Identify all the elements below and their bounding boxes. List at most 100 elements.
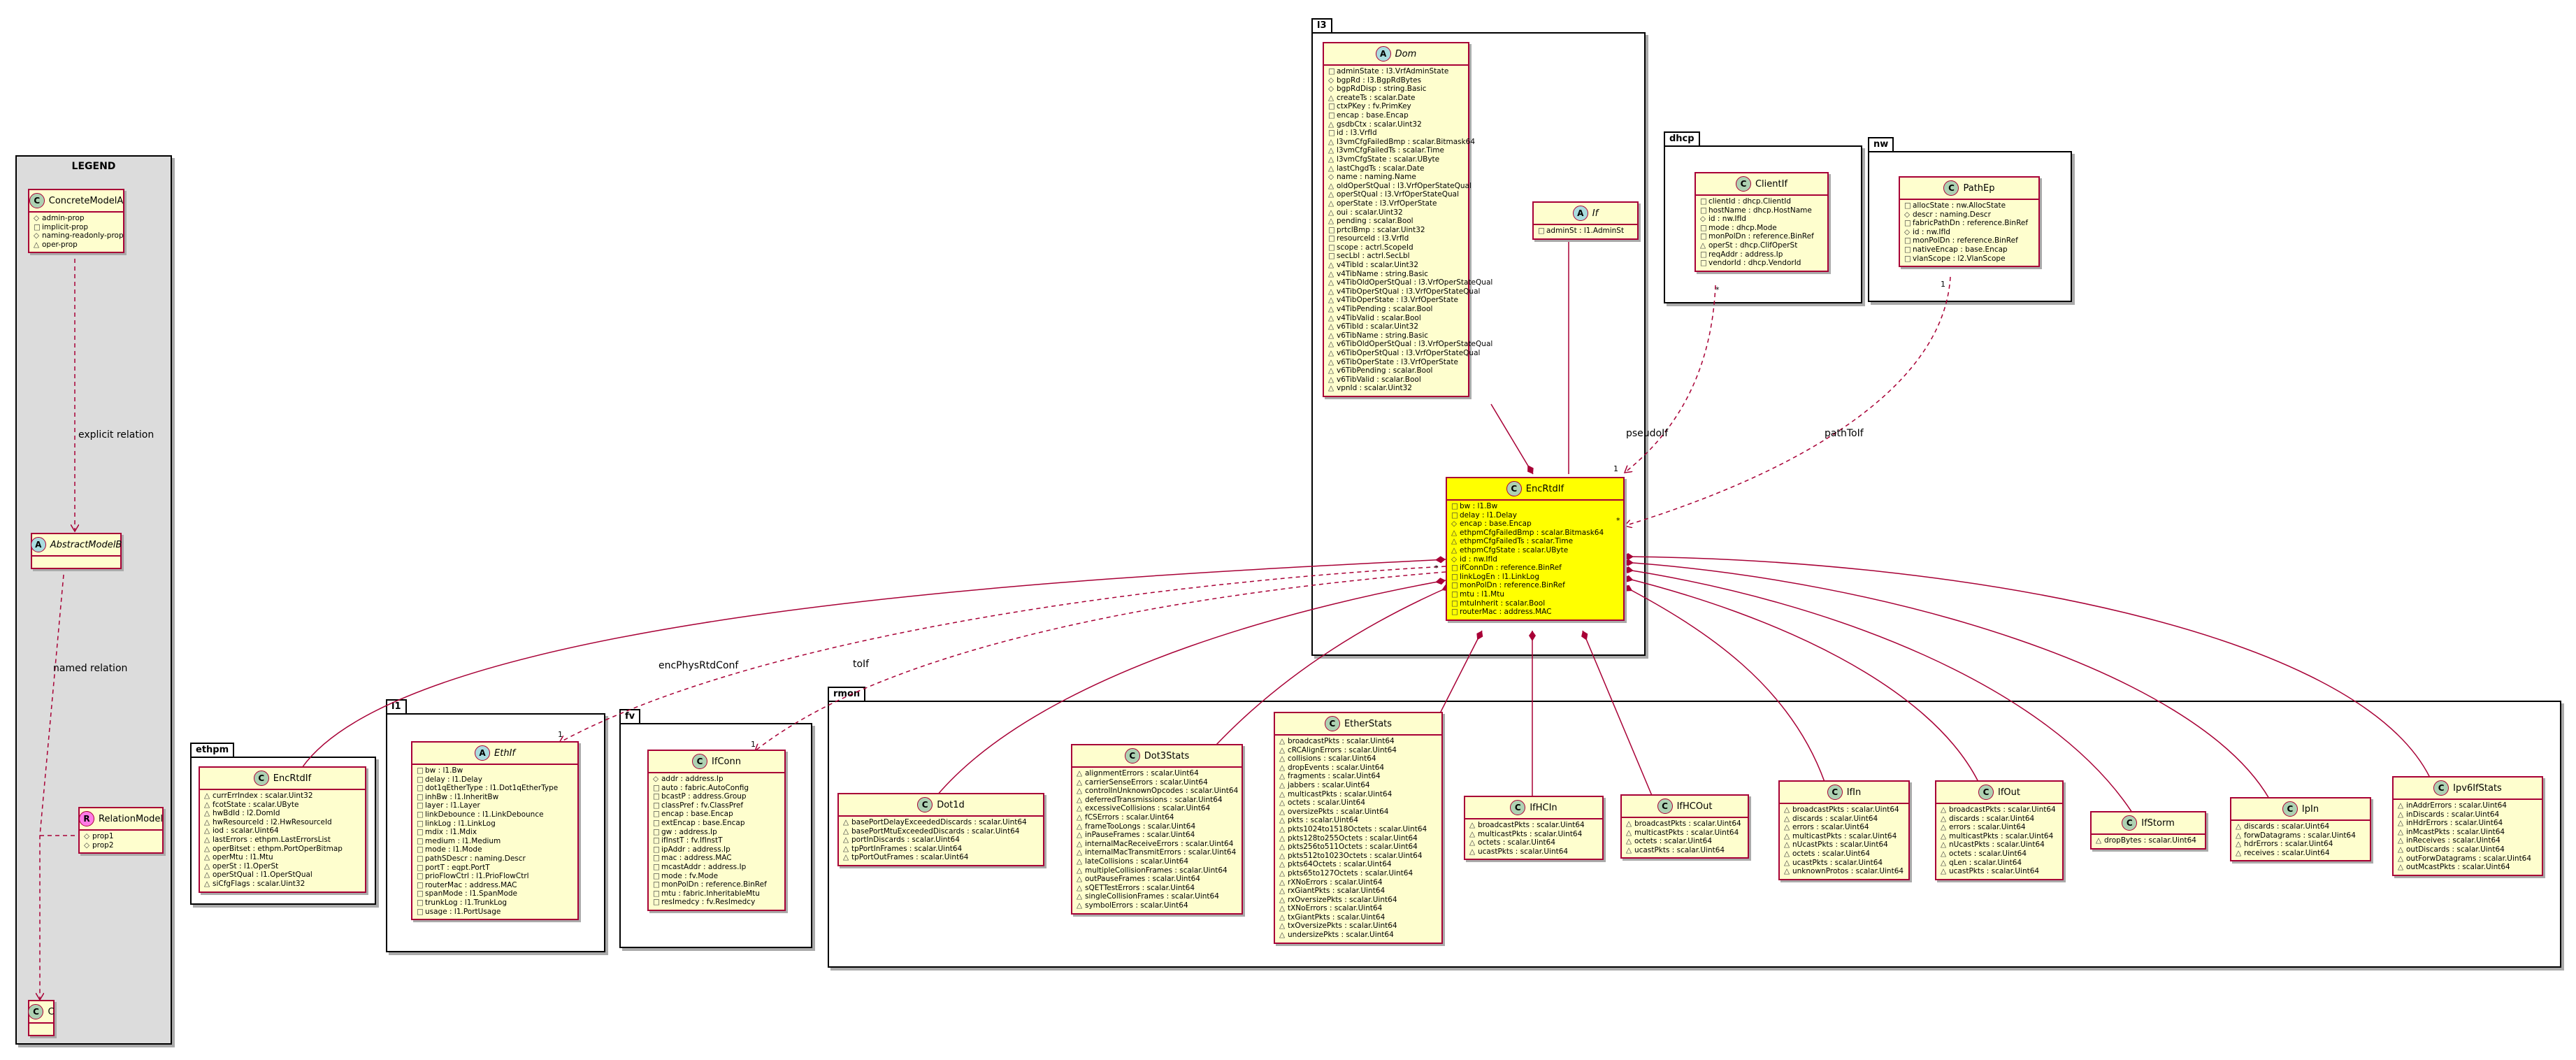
class-name: PathEp	[1963, 182, 1995, 194]
attribute-text: multicastPkts : scalar.Uint64	[1288, 789, 1393, 798]
attribute-row: △lastChgdTs : scalar.Date	[1328, 164, 1464, 173]
attribute-row: △unknownProtos : scalar.Uint64	[1784, 867, 1904, 876]
visibility-icon: □	[1328, 252, 1335, 261]
attribute-text: encap : base.Encap	[1460, 520, 1532, 529]
attribute-text: clientId : dhcp.ClientId	[1708, 197, 1792, 206]
visibility-icon: □	[1451, 502, 1458, 510]
attribute-row: ◇id : nw.IfId	[1451, 555, 1619, 564]
attribute-row: △multicastPkts : scalar.Uint64	[1784, 832, 1904, 841]
attribute-row: □encap : base.Encap	[1328, 111, 1464, 120]
visibility-icon: □	[653, 810, 660, 819]
visibility-icon: △	[204, 861, 210, 871]
attribute-row: □monPolDn : reference.BinRef	[1451, 581, 1619, 590]
attribute-text: v4TibOldOperStQual : l3.VrfOperStateQual	[1337, 278, 1493, 287]
class-name: AbstractModelB	[50, 539, 122, 550]
attribute-row: □portT : eqpt.PortT	[417, 864, 573, 873]
attribute-text: pathSDescr : naming.Descr	[425, 854, 526, 863]
visibility-icon: △	[2398, 854, 2404, 863]
visibility-icon: △	[1784, 831, 1790, 840]
attribute-row: □mode : dhcp.Mode	[1700, 224, 1823, 233]
attribute-row: △nUcastPkts : scalar.Uint64	[1941, 840, 2058, 850]
attribute-row: □dot1qEtherType : l1.Dot1qEtherType	[417, 784, 573, 793]
attribute-row: △lastErrors : ethpm.LastErrorsList	[204, 836, 361, 845]
visibility-icon: △	[1328, 208, 1334, 217]
visibility-icon: △	[1279, 754, 1286, 764]
attribute-row: △singleCollisionFrames : scalar.Uint64	[1077, 892, 1237, 901]
visibility-icon: □	[1700, 250, 1707, 259]
attribute-text: medium : l1.Medium	[425, 836, 501, 845]
visibility-icon: △	[204, 800, 210, 809]
attribute-row: △broadcastPkts : scalar.Uint64	[1469, 821, 1598, 830]
visibility-icon: △	[204, 871, 210, 880]
attribute-row: □mdix : l1.Mdix	[417, 828, 573, 837]
class-name: EncRtdIf	[273, 773, 312, 784]
attribute-text: pending : scalar.Bool	[1337, 217, 1413, 226]
attribute-row: △l3vmCfgFailedBmp : scalar.Bitmask64	[1328, 138, 1475, 147]
attribute-row: ◇id : nw.IfId	[1700, 215, 1823, 224]
attribute-row: ◇bgpRdDisp : string.Basic	[1328, 85, 1464, 94]
attribute-text: spanMode : l1.SpanMode	[425, 889, 518, 898]
attribute-row: △broadcastPkts : scalar.Uint64	[1784, 805, 1904, 815]
visibility-icon: △	[1784, 858, 1790, 867]
attribute-row: △portInDiscards : scalar.Uint64	[843, 836, 1039, 845]
attribute-row: △rxGiantPkts : scalar.Uint64	[1279, 887, 1437, 896]
attribute-text: bgpRdDisp : string.Basic	[1337, 85, 1427, 94]
attribute-list: ◇admin-prop□implicit-prop◇naming-readonl…	[29, 213, 124, 252]
attribute-row: □inhBw : l1.InheritBw	[417, 793, 573, 802]
attribute-row: □adminState : l3.VrfAdminState	[1328, 67, 1464, 76]
attribute-list: □clientId : dhcp.ClientId□hostName : dhc…	[1696, 196, 1827, 271]
attribute-row: △multicastPkts : scalar.Uint64	[1279, 790, 1437, 799]
attribute-list: △basePortDelayExceededDiscards : scalar.…	[839, 817, 1043, 865]
visibility-icon: △	[1941, 867, 1947, 876]
attribute-text: secLbl : actrl.SecLbl	[1337, 252, 1410, 261]
class-name: IpIn	[2301, 803, 2319, 815]
class-name: IfHCIn	[1530, 802, 1557, 813]
visibility-icon: △	[1328, 261, 1334, 270]
visibility-icon: △	[1784, 840, 1790, 850]
attribute-row: ◇descr : naming.Descr	[1904, 210, 2034, 220]
attribute-row: □ctxPKey : fv.PrimKey	[1328, 102, 1464, 111]
attribute-text: adminSt : l1.AdminSt	[1546, 227, 1625, 235]
attribute-text: siCfgFlags : scalar.Uint32	[213, 879, 305, 888]
visibility-icon: △	[1328, 146, 1334, 155]
attribute-row: □ipAddr : address.Ip	[653, 845, 780, 854]
class-name: If	[1592, 208, 1599, 219]
attribute-text: frameTooLongs : scalar.Uint64	[1085, 822, 1196, 831]
mult-toif-source: *	[1434, 564, 1439, 573]
package-tab-ethpm: ethpm	[190, 743, 235, 758]
attribute-list: ◇prop1◇prop2	[80, 831, 162, 852]
visibility-icon: △	[1469, 847, 1476, 856]
attribute-row: ◇encap : base.Encap	[1451, 520, 1619, 529]
visibility-icon: △	[204, 792, 210, 800]
attribute-text: resourceId : l3.VrfId	[1337, 234, 1409, 243]
visibility-icon: △	[1784, 823, 1790, 832]
stereotype-icon: A	[1375, 46, 1391, 62]
stereotype-icon: A	[475, 745, 491, 761]
attribute-row: △octets : scalar.Uint64	[1784, 850, 1904, 859]
